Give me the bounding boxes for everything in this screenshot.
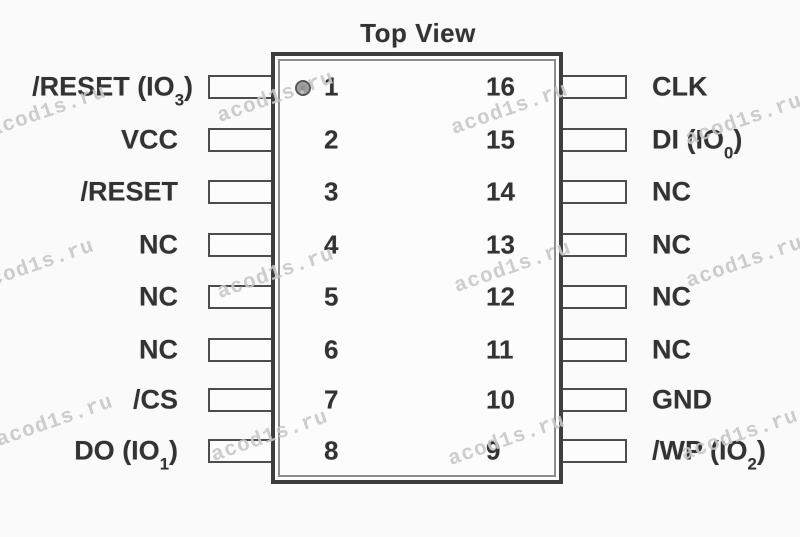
pin-lead — [208, 75, 274, 99]
pin-number: 7 — [324, 384, 339, 415]
pin1-marker-icon — [295, 80, 311, 96]
pin-label: VCC — [120, 124, 178, 155]
pin-label: NC — [139, 281, 178, 312]
pin-number: 15 — [486, 124, 515, 155]
watermark: acod1s.ru — [0, 235, 98, 297]
pin-label: /RESET — [80, 176, 178, 207]
chip-body — [271, 52, 563, 484]
pin-number: 3 — [324, 176, 339, 207]
pin-label: DO (IO1) — [74, 435, 178, 474]
pin-lead — [208, 128, 274, 152]
pin-lead — [208, 338, 274, 362]
pin-number: 12 — [486, 281, 515, 312]
watermark: acod1s.ru — [683, 232, 800, 294]
pin-lead — [560, 75, 627, 99]
pin-label: NC — [139, 334, 178, 365]
pin-number: 2 — [324, 124, 339, 155]
pin-lead — [560, 285, 627, 309]
pin-number: 13 — [486, 229, 515, 260]
pin-lead — [560, 233, 627, 257]
pin-number: 4 — [324, 229, 339, 260]
pin-lead — [560, 338, 627, 362]
pin-label: NC — [652, 281, 691, 312]
pin-label: GND — [652, 384, 712, 415]
pin-lead — [208, 439, 274, 463]
pin-lead — [208, 285, 274, 309]
pin-number: 10 — [486, 384, 515, 415]
pin-label: /RESET (IO3) — [32, 71, 193, 110]
pin-number: 5 — [324, 281, 339, 312]
pin-lead — [208, 180, 274, 204]
diagram-title: Top View — [360, 18, 476, 48]
chip-inner-border — [278, 59, 556, 477]
pin-label: NC — [652, 229, 691, 260]
pin-label: DI (IO0) — [652, 124, 743, 163]
pin-number: 14 — [486, 176, 515, 207]
pin-lead — [560, 180, 627, 204]
pin-label: /CS — [132, 384, 178, 415]
pin-lead — [560, 388, 627, 412]
pin-number: 8 — [324, 435, 339, 466]
pin-number: 6 — [324, 334, 339, 365]
pin-number: 9 — [486, 435, 501, 466]
pin-label: CLK — [652, 71, 708, 102]
pin-lead — [560, 128, 627, 152]
pin-label: /WP (IO2) — [652, 435, 766, 474]
pin-lead — [208, 388, 274, 412]
pin-lead — [208, 233, 274, 257]
pin-label: NC — [652, 176, 691, 207]
pin-number: 1 — [324, 71, 339, 102]
pin-label: NC — [139, 229, 178, 260]
pin-number: 16 — [486, 71, 515, 102]
pin-number: 11 — [486, 334, 514, 365]
pin-lead — [560, 439, 627, 463]
pin-label: NC — [652, 334, 691, 365]
